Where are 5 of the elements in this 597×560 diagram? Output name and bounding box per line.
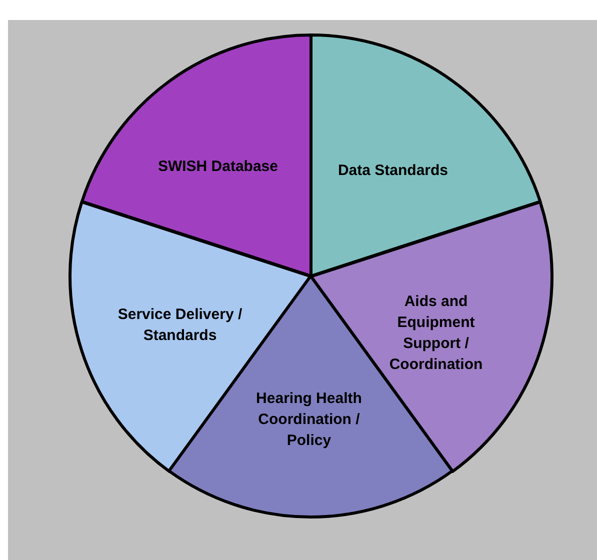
slice-label: SWISH Database	[156, 157, 279, 177]
slice-label: Hearing Health Coordination / Policy	[255, 389, 363, 451]
slice-label: Data Standards	[336, 161, 450, 181]
slice-label: Service Delivery / Standards	[116, 304, 244, 346]
slice-label: Aids and Equipment Support / Coordination	[388, 292, 484, 375]
